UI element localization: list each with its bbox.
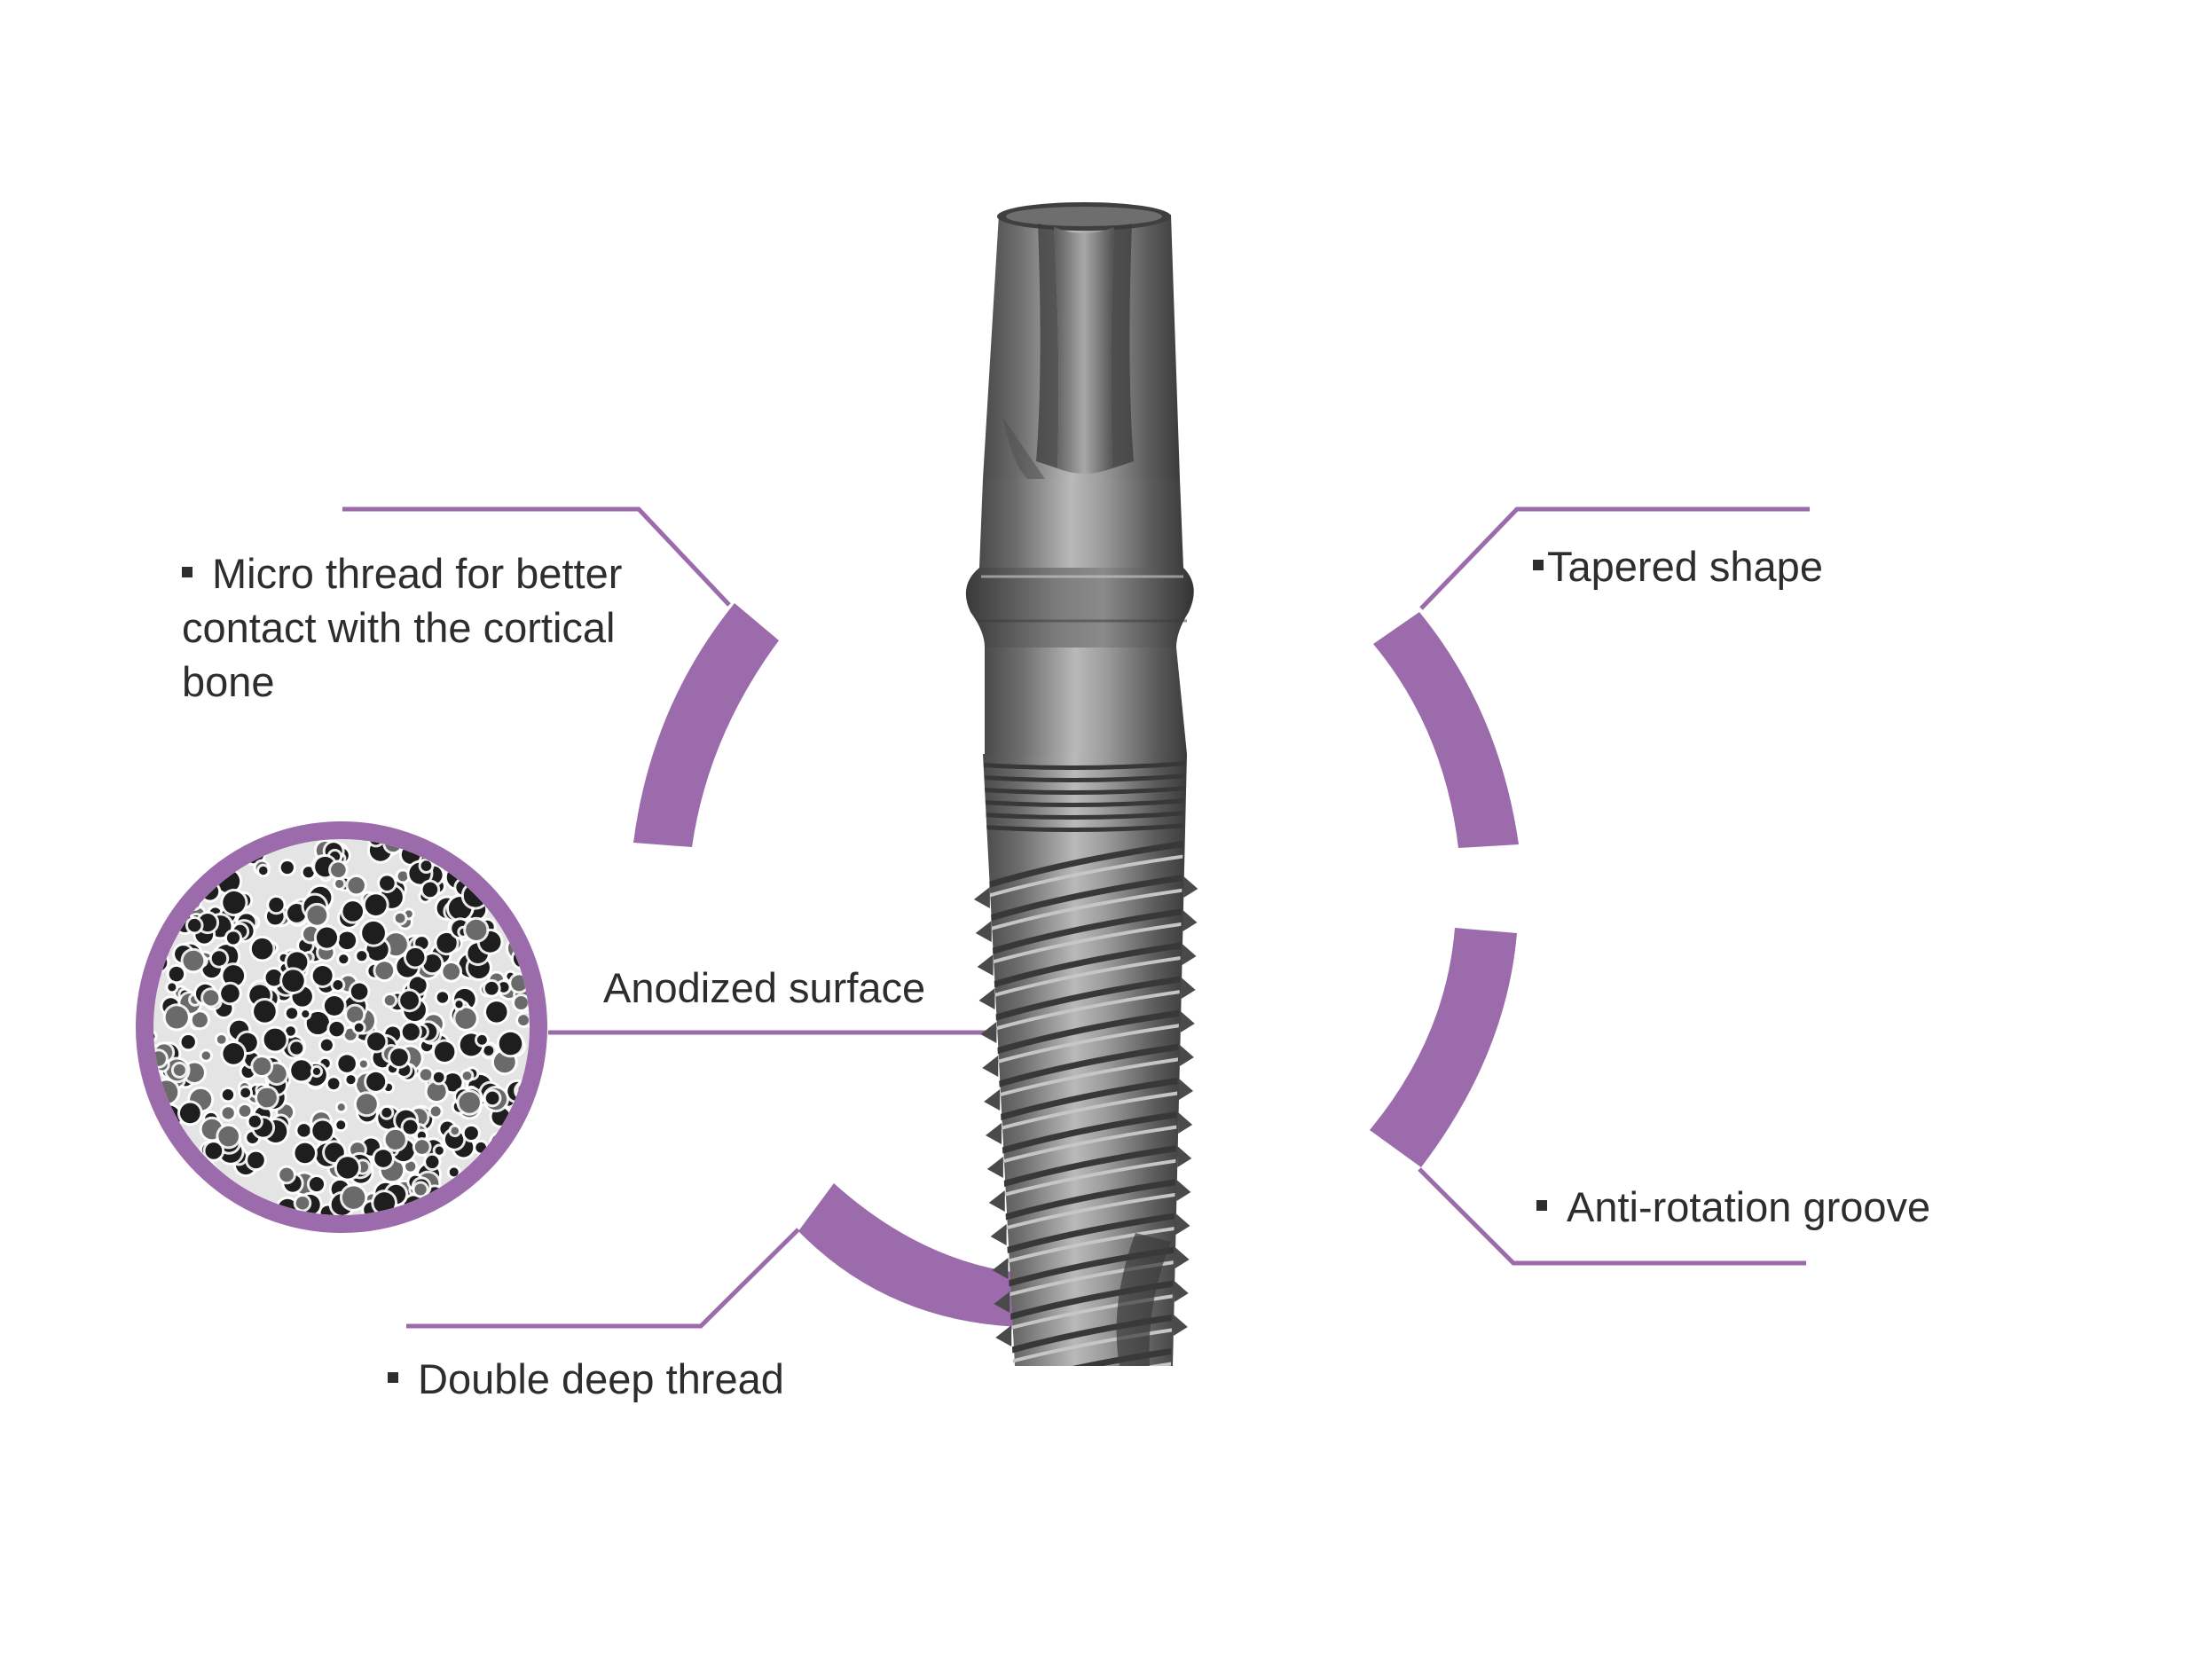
callout-micro-thread-line-1: Micro thread for better — [182, 546, 622, 601]
callout-arcs — [633, 603, 1519, 1327]
callout-anodized-surface-text: Anodized surface — [603, 964, 926, 1011]
callout-tapered-shape-text: Tapered shape — [1547, 543, 1823, 590]
callout-micro-thread-line-2: contact with the cortical — [182, 604, 616, 651]
callout-tapered-shape: Tapered shape — [1533, 539, 1823, 593]
leader-micro-thread — [342, 506, 731, 607]
arc-tapered-shape — [1373, 612, 1519, 848]
leader-double-thread — [406, 1228, 800, 1329]
arc-anti-rotation — [1370, 928, 1517, 1167]
callout-double-thread: Double deep thread — [388, 1352, 784, 1406]
bullet-icon — [388, 1371, 398, 1383]
callout-anti-rotation-text: Anti-rotation groove — [1567, 1183, 1931, 1230]
dental-implant-image — [965, 202, 1198, 1366]
bullet-icon — [1536, 1199, 1547, 1211]
callout-anodized-surface: Anodized surface — [603, 961, 925, 1015]
callout-micro-thread-line-3: bone — [182, 658, 275, 705]
anodized-surface-image — [136, 821, 547, 1233]
callout-double-thread-text: Double deep thread — [418, 1355, 784, 1402]
callout-leaders — [342, 506, 1810, 1329]
leader-tapered-shape — [1419, 506, 1810, 610]
callout-micro-thread: Micro thread for better contact with the… — [182, 546, 622, 709]
leader-anti-rotation — [1418, 1167, 1806, 1266]
callout-anti-rotation: Anti-rotation groove — [1536, 1180, 1930, 1234]
arc-micro-thread — [633, 603, 779, 847]
callout-micro-thread-text-1: Micro thread for better — [212, 550, 623, 597]
bullet-icon — [1533, 559, 1544, 570]
arc-double-thread — [798, 1183, 1025, 1327]
bullet-icon — [182, 566, 192, 577]
